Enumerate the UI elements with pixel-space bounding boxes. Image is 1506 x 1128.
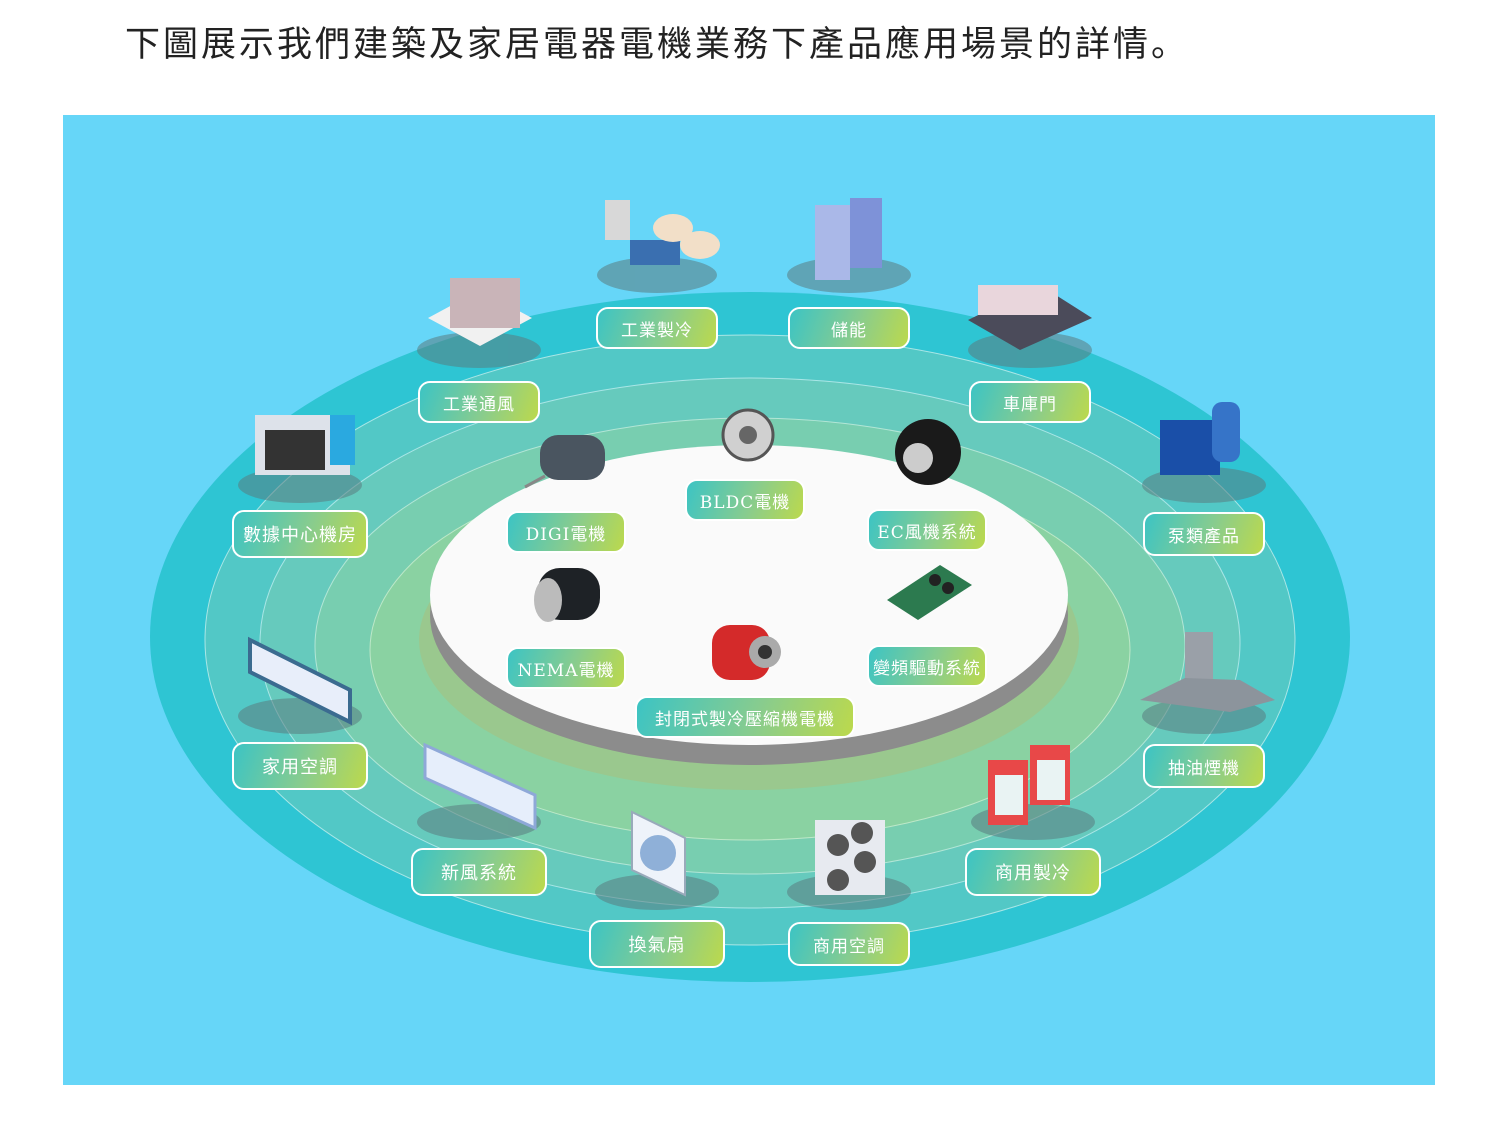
fresh-air-system-icon <box>423 742 537 831</box>
label-range-hood[interactable]: 抽油煙機 <box>1143 744 1265 788</box>
compressor-motor-icon <box>712 625 781 680</box>
label-fresh-air-system[interactable]: 新風系統 <box>411 848 547 896</box>
ec-fan-icon <box>895 419 961 485</box>
label-commercial-ac[interactable]: 商用空調 <box>788 922 910 966</box>
bldc-motor-icon <box>721 408 775 462</box>
label-industrial-refrigeration[interactable]: 工業製冷 <box>596 307 718 349</box>
label-digi-motor[interactable]: DIGI電機 <box>506 511 626 553</box>
exhaust-fan-icon <box>631 810 686 897</box>
nema-motor-icon <box>534 568 600 622</box>
label-garage-door[interactable]: 車庫門 <box>969 381 1091 423</box>
digi-motor-icon <box>524 435 605 489</box>
label-commercial-refrigeration[interactable]: 商用製冷 <box>965 848 1101 896</box>
energy-storage-icon <box>815 198 882 280</box>
label-exhaust-fan[interactable]: 換氣扇 <box>589 920 725 968</box>
garage-door-icon <box>968 285 1092 350</box>
home-ac-icon <box>248 636 352 726</box>
label-ec-fan-system[interactable]: EC風機系統 <box>867 509 987 551</box>
label-vfd-system[interactable]: 變頻驅動系統 <box>867 645 987 687</box>
commercial-ac-icon <box>815 820 885 895</box>
label-data-center[interactable]: 數據中心機房 <box>232 510 368 558</box>
label-home-ac[interactable]: 家用空調 <box>232 742 368 790</box>
label-bldc-motor[interactable]: BLDC電機 <box>685 479 805 521</box>
industrial-ventilation-icon <box>428 278 532 346</box>
range-hood-icon <box>1140 632 1275 712</box>
label-nema-motor[interactable]: NEMA電機 <box>506 647 626 689</box>
label-pumps[interactable]: 泵類產品 <box>1143 512 1265 556</box>
commercial-refrigeration-icon <box>988 745 1070 825</box>
data-center-icon <box>255 415 355 475</box>
label-industrial-ventilation[interactable]: 工業通風 <box>418 381 540 423</box>
vfd-icon <box>887 565 972 620</box>
label-energy-storage[interactable]: 儲能 <box>788 307 910 349</box>
page-title: 下圖展示我們建築及家居電器電機業務下產品應用場景的詳情。 <box>125 25 1190 65</box>
label-hermetic-compressor-motor[interactable]: 封閉式製冷壓縮機電機 <box>635 696 855 738</box>
industrial-refrigeration-icon <box>605 200 720 265</box>
pump-icon <box>1160 402 1240 475</box>
